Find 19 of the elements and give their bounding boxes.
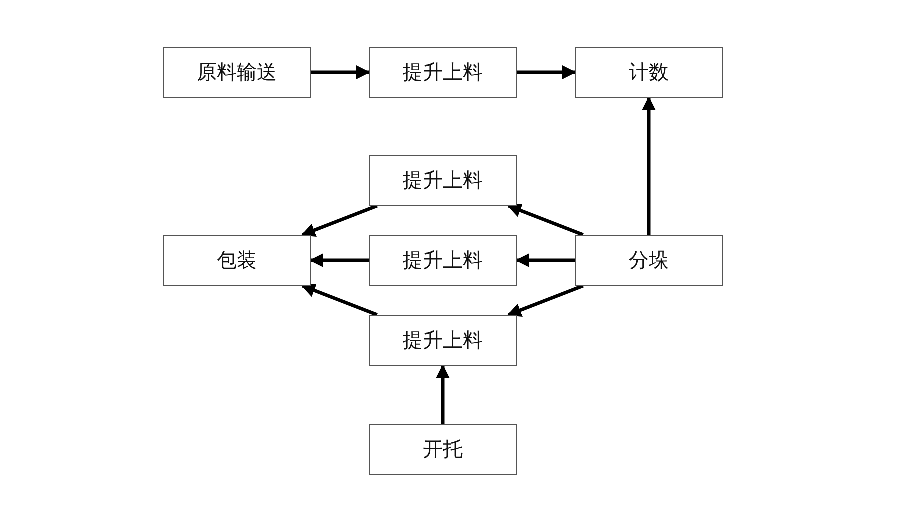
process-box: 提升上料 — [369, 47, 517, 98]
process-box: 包装 — [163, 235, 311, 286]
arrow — [642, 96, 656, 235]
arrow — [436, 364, 450, 424]
process-box: 提升上料 — [369, 235, 517, 286]
arrow — [301, 204, 378, 237]
arrow — [301, 284, 378, 317]
arrow — [516, 254, 575, 268]
process-box: 原料输送 — [163, 47, 311, 98]
arrow — [507, 204, 584, 237]
process-box: 提升上料 — [369, 315, 517, 366]
process-box: 分垛 — [575, 235, 723, 286]
arrow — [310, 254, 369, 268]
arrow — [507, 284, 584, 317]
process-box: 开托 — [369, 424, 517, 475]
process-box: 提升上料 — [369, 155, 517, 206]
arrow — [517, 66, 576, 80]
process-box: 计数 — [575, 47, 723, 98]
arrow — [311, 66, 370, 80]
